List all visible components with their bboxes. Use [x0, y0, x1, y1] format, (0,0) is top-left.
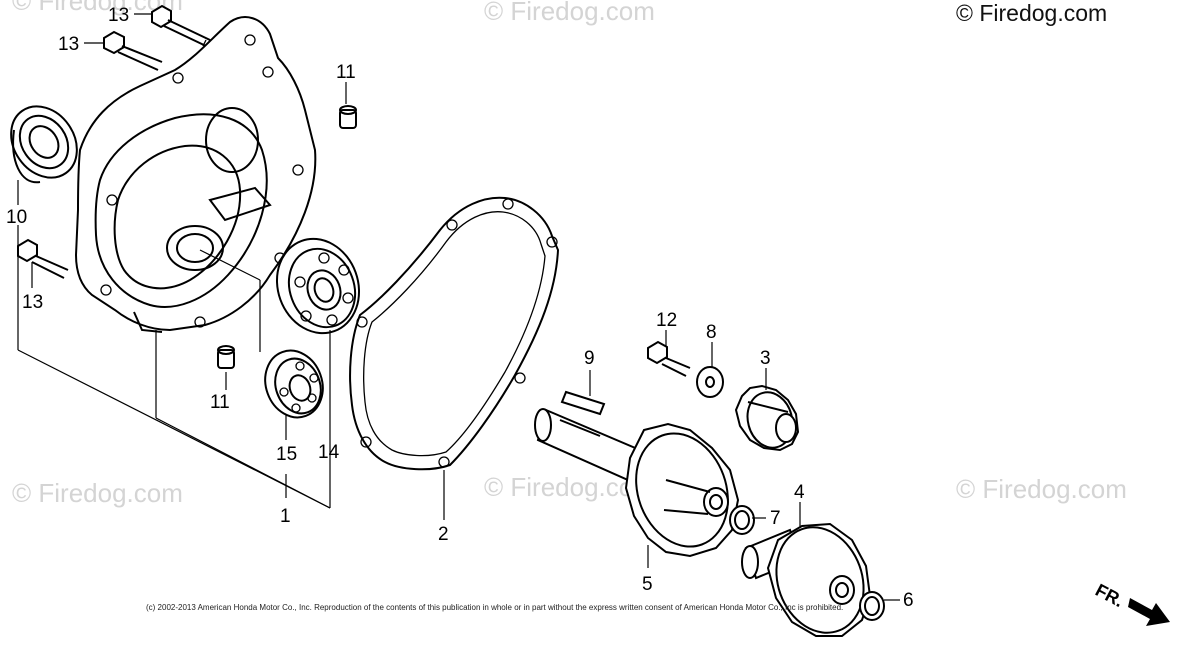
callout-3: 3 — [760, 348, 771, 369]
callout-2: 2 — [438, 524, 449, 545]
callout-13-top: 13 — [108, 5, 129, 26]
callout-13-second: 13 — [58, 34, 79, 55]
callout-9: 9 — [584, 348, 595, 369]
dowel-pin-11-lower[interactable] — [217, 345, 235, 369]
key-9[interactable] — [560, 390, 606, 416]
bolt-12[interactable] — [647, 340, 691, 377]
bolt-13-lower[interactable] — [17, 238, 69, 279]
callout-4: 4 — [794, 482, 805, 503]
watermark-mid-left: © Firedog.com — [12, 478, 183, 508]
callout-5: 5 — [642, 574, 653, 595]
callout-8: 8 — [706, 322, 717, 343]
callout-6: 6 — [903, 590, 914, 611]
callout-13-lower: 13 — [22, 292, 43, 313]
callout-11-top: 11 — [336, 62, 356, 83]
dowel-pin-11-top[interactable] — [339, 105, 357, 129]
output-gear-5[interactable] — [534, 408, 743, 560]
watermark-top-left: © Firedog.com — [12, 0, 183, 16]
callout-1: 1 — [280, 506, 291, 527]
bolt-13-top[interactable] — [151, 4, 211, 47]
counter-gear-4[interactable] — [741, 515, 878, 645]
bolt-13-second[interactable] — [103, 30, 163, 71]
oil-seal-10[interactable] — [0, 94, 90, 191]
gasket-2[interactable] — [349, 196, 560, 471]
callout-12: 12 — [656, 310, 677, 331]
copyright-top: © Firedog.com — [956, 0, 1108, 26]
watermark-top-center: © Firedog.com — [484, 0, 655, 26]
washer-7[interactable] — [729, 505, 755, 535]
fr-label: FR. — [1092, 580, 1127, 611]
callout-14: 14 — [318, 442, 340, 463]
washer-8[interactable] — [696, 366, 724, 398]
gear-case-cover-1[interactable] — [74, 16, 317, 333]
ball-bearing-14[interactable] — [264, 227, 372, 345]
copyright-footer-note: (c) 2002-2013 American Honda Motor Co., … — [146, 603, 844, 612]
pinion-gear-3[interactable] — [734, 384, 800, 453]
callout-11-lower: 11 — [210, 392, 230, 413]
callout-15: 15 — [276, 444, 297, 465]
callout-7: 7 — [770, 508, 781, 529]
front-direction-indicator: FR. — [1092, 580, 1170, 626]
washer-6[interactable] — [859, 591, 885, 621]
callout-10: 10 — [6, 207, 27, 228]
watermark-mid-right: © Firedog.com — [956, 474, 1127, 504]
ball-bearing-15[interactable] — [256, 342, 332, 425]
front-arrow-icon — [1128, 598, 1170, 626]
leader-lines — [17, 13, 900, 601]
